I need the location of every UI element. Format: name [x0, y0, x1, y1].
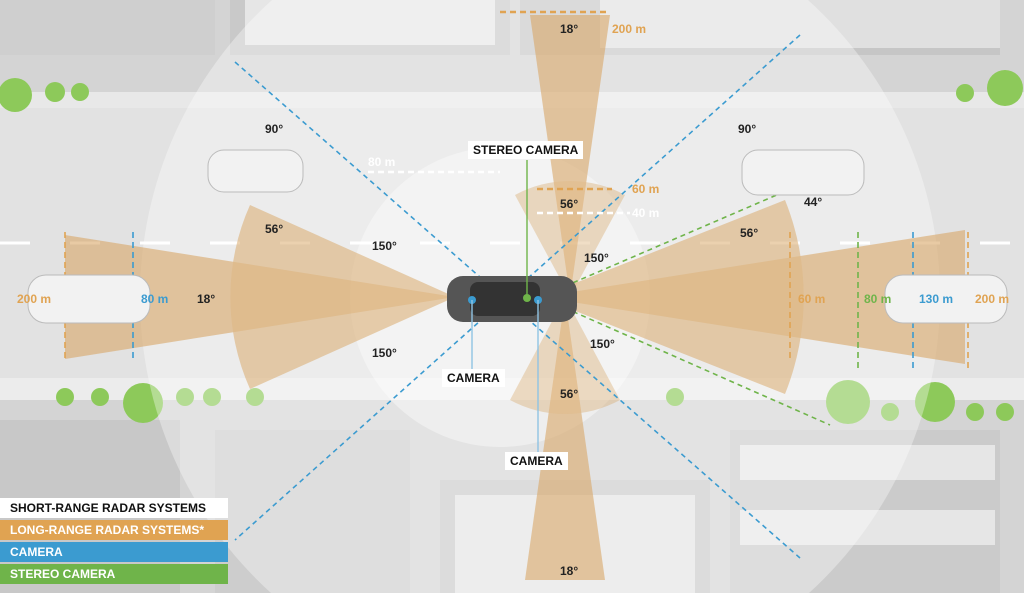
distance-left-200: 200 m [17, 292, 51, 306]
angle-labels: 18° 90° 90° 56° 56° 18° 56° 56° 150° 150… [197, 22, 822, 578]
angle-front-small-56: 56° [560, 197, 578, 211]
angle-left-90: 90° [265, 122, 283, 136]
bottom-long-radar-18 [525, 297, 605, 580]
distance-right-80: 80 m [864, 292, 891, 306]
legend-short-range-radar: SHORT-RANGE RADAR SYSTEMS [0, 498, 228, 518]
distance-right-130: 130 m [919, 292, 953, 306]
angle-right-150-top: 150° [584, 251, 609, 265]
angle-left-18: 18° [197, 292, 215, 306]
front-camera-label: CAMERA [505, 452, 568, 470]
distance-right-200: 200 m [975, 292, 1009, 306]
angle-bottom-18: 18° [560, 564, 578, 578]
distance-right-60: 60 m [798, 292, 825, 306]
angle-right-56: 56° [740, 226, 758, 240]
distance-top-40: 40 m [632, 206, 659, 220]
legend: SHORT-RANGE RADAR SYSTEMS LONG-RANGE RAD… [0, 498, 228, 586]
distance-top-60: 60 m [632, 182, 659, 196]
legend-long-range-radar: LONG-RANGE RADAR SYSTEMS* [0, 520, 228, 540]
distance-labels: 200 m 80 m 60 m 40 m 200 m 80 m 60 m 80 … [17, 22, 1009, 306]
stereo-camera-label: STEREO CAMERA [468, 141, 584, 159]
angle-stereo-44: 44° [804, 195, 822, 209]
legend-stereo-camera: STEREO CAMERA [0, 564, 228, 584]
legend-camera: CAMERA [0, 542, 228, 562]
callout-lines [471, 160, 539, 452]
distance-top-200: 200 m [612, 22, 646, 36]
angle-left-150-bottom: 150° [372, 346, 397, 360]
ego-vehicle [447, 276, 577, 322]
angle-left-56: 56° [265, 222, 283, 236]
rear-radar-56 [230, 205, 455, 389]
distance-80-white: 80 m [368, 155, 395, 169]
top-radar-56 [515, 180, 625, 297]
angle-right-150-bottom: 150° [590, 337, 615, 351]
front-radar-56 [540, 200, 804, 394]
angle-left-150-top: 150° [372, 239, 397, 253]
angle-right-90: 90° [738, 122, 756, 136]
distance-left-80: 80 m [141, 292, 168, 306]
parked-cars [27, 149, 1008, 324]
rear-camera-label: CAMERA [442, 369, 505, 387]
angle-top-18: 18° [560, 22, 578, 36]
angle-bottom-small-56: 56° [560, 387, 578, 401]
